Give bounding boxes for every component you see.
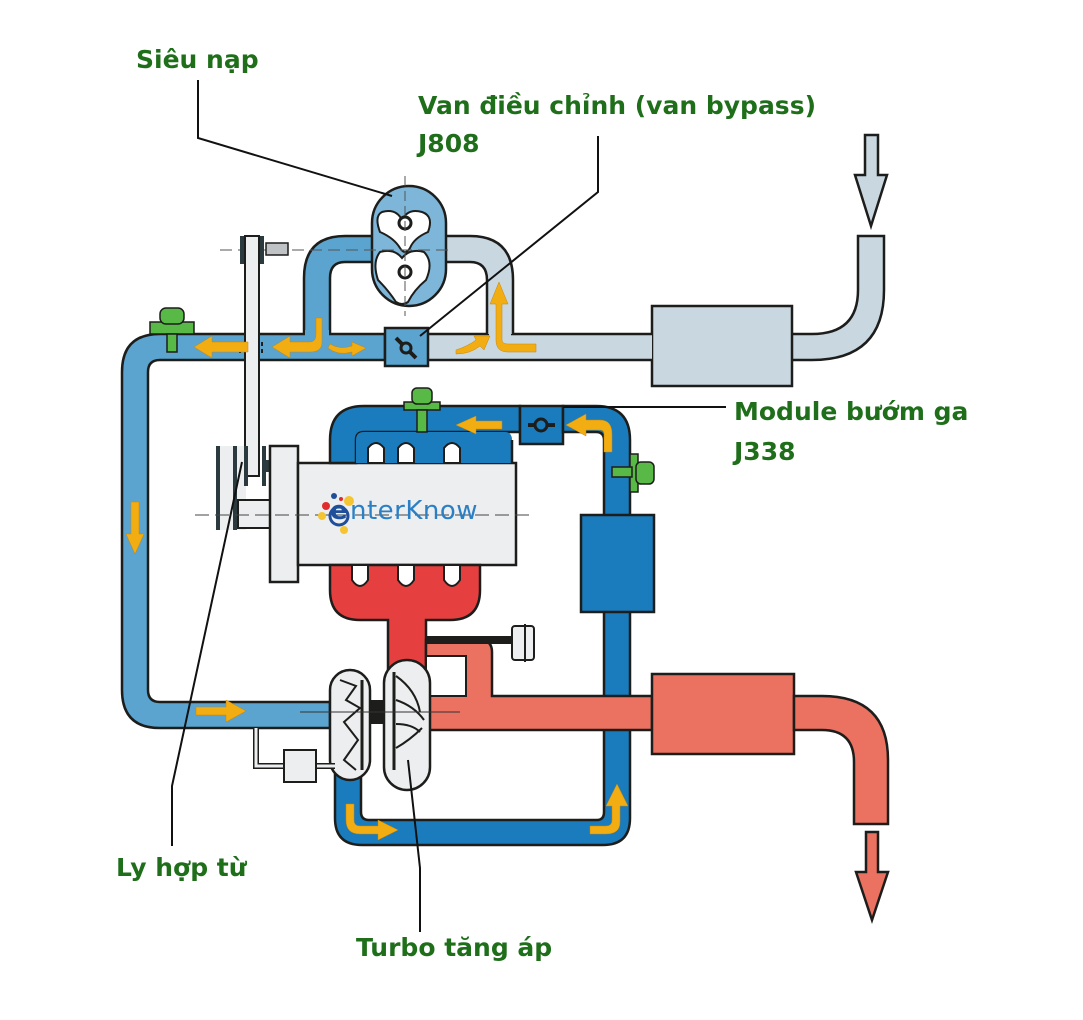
logo-dots-icon [318, 493, 354, 534]
flow-arrows [125, 281, 629, 841]
engine-block [195, 444, 535, 584]
label-bypass-valve-line1: Van điều chỉnh (van bypass) [418, 91, 816, 120]
intercooler [579, 513, 656, 614]
flow-arrow-icon [565, 413, 613, 453]
wastegate-actuator [511, 625, 535, 661]
magnetic-clutch [216, 446, 273, 530]
throttle-module-J338 [518, 404, 565, 446]
flow-arrow-icon [489, 281, 537, 353]
pressure-sensor-1 [149, 307, 195, 353]
pressure-sensor-2 [403, 387, 441, 433]
flow-arrow-icon [455, 415, 503, 435]
tailpipe [792, 694, 890, 826]
logo-initial: e [330, 496, 349, 526]
flow-arrow-icon [195, 699, 247, 723]
turbo-bypass-line [253, 728, 335, 783]
enterknow-logo: e nterKnow [318, 492, 518, 536]
leader-turbocharger [407, 759, 421, 932]
flow-arrow-icon [271, 317, 323, 359]
turbo-compressor [328, 668, 372, 782]
flow-arrow-icon [345, 803, 399, 841]
label-bypass-valve-line2: J808 [418, 129, 480, 158]
label-throttle-module-line1: Module bướm ga [734, 397, 969, 426]
air-filter [650, 304, 794, 388]
fresh-air-intake [428, 133, 889, 388]
leader-supercharger [197, 80, 393, 197]
label-magnetic-clutch: Ly hợp từ [116, 853, 247, 882]
flow-arrow-icon [193, 335, 249, 359]
label-supercharger: Siêu nạp [136, 45, 259, 74]
exhaust-pipe [424, 624, 890, 924]
air-in-arrow-icon [853, 133, 889, 231]
flow-arrow-icon [327, 341, 367, 357]
leader-magnetic-clutch [171, 461, 243, 846]
pressure-sensor-3 [611, 453, 655, 493]
label-throttle-module-line2: J338 [734, 437, 796, 466]
logo-text: nterKnow [350, 496, 479, 526]
intake-pipe-curve [788, 234, 886, 362]
intake-pipe-horizontal [428, 334, 652, 360]
flow-arrow-icon [125, 501, 145, 555]
exhaust-out-arrow-icon [854, 830, 890, 924]
leader-lines [171, 80, 726, 932]
flow-arrow-icon [455, 335, 491, 355]
muffler [650, 672, 796, 756]
flow-arrow-icon [589, 783, 629, 835]
supercharger [220, 176, 450, 316]
leader-bypass-valve [419, 136, 599, 337]
supercharger-outlet-pipe [302, 234, 380, 338]
label-turbocharger: Turbo tăng áp [356, 933, 553, 962]
turbocharger [300, 658, 460, 792]
